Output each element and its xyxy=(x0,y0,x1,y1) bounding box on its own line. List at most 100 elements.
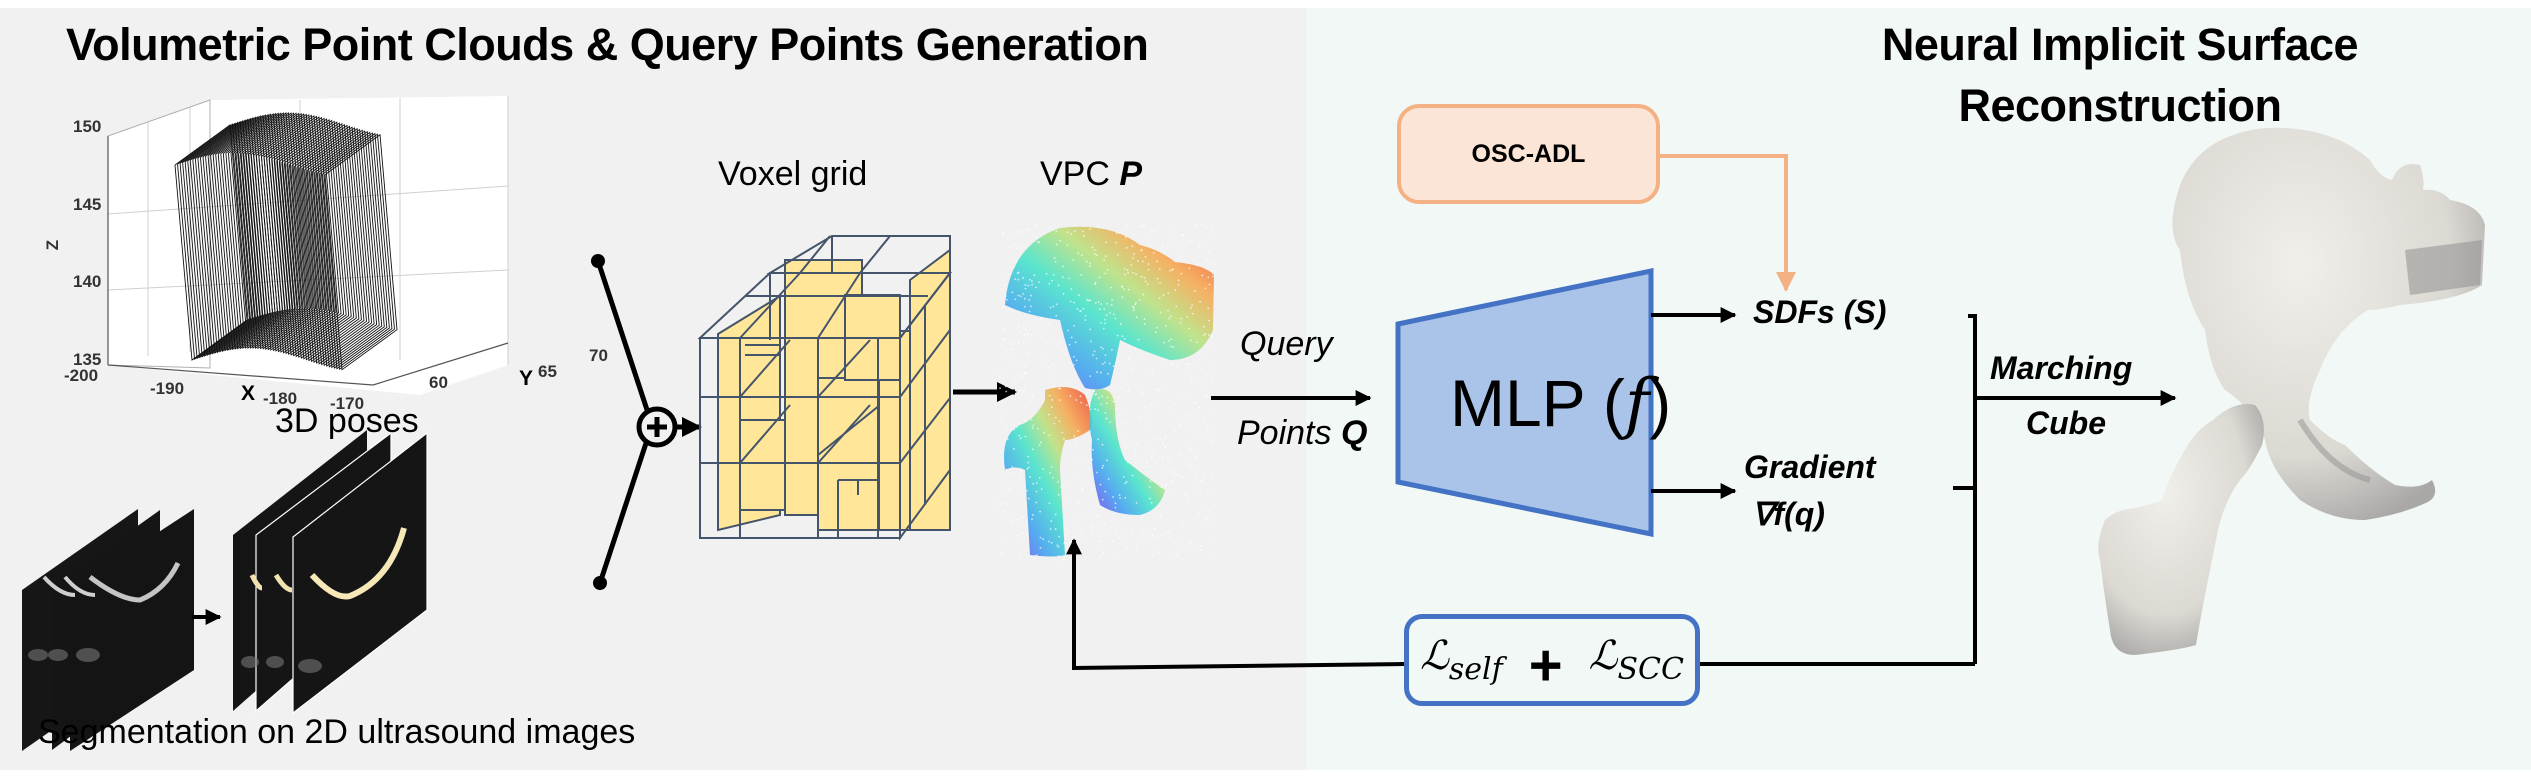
vpc-speckle xyxy=(1203,334,1205,337)
vpc-speckle xyxy=(1066,329,1069,332)
pose-frame xyxy=(314,131,388,369)
vpc-speckle xyxy=(1175,554,1178,557)
vpc-speckle xyxy=(1163,341,1166,344)
vpc-speckle xyxy=(1195,456,1198,459)
vpc-speckle xyxy=(1003,285,1005,288)
vpc-speckle xyxy=(1210,442,1213,445)
vpc-speckle xyxy=(1030,334,1033,337)
vpc-speckle xyxy=(1166,456,1169,459)
vpc-speckle xyxy=(1174,429,1177,432)
vpc-speckle xyxy=(1029,305,1032,308)
vpc-speckle xyxy=(1062,292,1065,295)
osc-adl-connector xyxy=(1660,154,1796,292)
vpc-speckle xyxy=(1122,537,1124,540)
vpc-speckle xyxy=(1168,536,1171,539)
vpc-speckle xyxy=(1000,451,1003,454)
pose-frame xyxy=(179,122,253,360)
vpc-speckle xyxy=(1137,461,1139,464)
vpc-speckle xyxy=(1143,277,1146,279)
vpc-speckle xyxy=(1118,414,1121,416)
vpc-speckle xyxy=(1135,316,1138,319)
vpc-speckle xyxy=(1127,356,1130,359)
vpc-speckle xyxy=(1149,480,1152,483)
vpc-speckle xyxy=(1089,227,1091,230)
vpc-speckle xyxy=(1039,546,1042,549)
vpc-speckle xyxy=(1086,298,1088,301)
vpc-speckle xyxy=(1001,306,1004,309)
pose-frame xyxy=(258,115,332,352)
vpc-speckle xyxy=(1020,469,1022,472)
vpc-speckle xyxy=(1063,541,1066,544)
vpc-speckle xyxy=(1075,399,1078,401)
vpc-speckle xyxy=(1027,228,1030,231)
right-section-title-line2: Reconstruction xyxy=(1958,80,2282,131)
vpc-speckle xyxy=(1040,317,1043,320)
vpc-speckle xyxy=(1027,466,1030,469)
vpc-speckle xyxy=(1018,434,1021,437)
vpc-speckle xyxy=(1057,545,1060,548)
vpc-speckle xyxy=(1194,459,1196,461)
vpc-speckle xyxy=(1035,286,1037,289)
pose-frame xyxy=(240,112,314,350)
vpc-speckle xyxy=(1167,292,1170,295)
vpc-speckle xyxy=(1171,362,1174,364)
x-tick-minus180: -180 xyxy=(263,389,298,408)
vpc-speckle xyxy=(1074,518,1077,521)
vpc-speckle xyxy=(1196,544,1199,547)
vpc-speckle xyxy=(1165,470,1167,473)
reconstructed-bone-mesh xyxy=(2098,127,2485,655)
z-axis-label: Z xyxy=(43,239,63,251)
vpc-speckle xyxy=(1085,404,1088,407)
vpc-speckle xyxy=(1207,276,1210,279)
vpc-speckle xyxy=(1093,504,1096,507)
vpc-speckle xyxy=(1106,268,1109,271)
vpc-speckle xyxy=(1169,232,1172,235)
vpc-speckle xyxy=(1189,363,1192,366)
vpc-speckle xyxy=(1075,444,1078,447)
pose-frame xyxy=(222,112,296,350)
vpc-speckle xyxy=(1021,245,1024,248)
pose-plot-caption: 3D poses xyxy=(275,402,419,440)
vpc-speckle xyxy=(1027,333,1029,335)
vpc-speckle xyxy=(1131,368,1134,371)
vpc-speckle xyxy=(1155,326,1158,329)
mlp-label-suffix: ) xyxy=(1649,366,1672,440)
vpc-speckle xyxy=(1056,344,1059,347)
vpc-speckle xyxy=(1188,447,1191,449)
vpc-speckle xyxy=(1014,278,1017,280)
vpc-speckle xyxy=(1031,283,1034,286)
vpc-speckle xyxy=(1012,343,1015,346)
vpc-symbol: P xyxy=(1119,155,1143,193)
vpc-speckle xyxy=(1091,246,1094,249)
pose-frame xyxy=(182,121,256,359)
vpc-speckle xyxy=(1005,298,1008,301)
vpc-speckle xyxy=(1032,424,1035,427)
pose-frames xyxy=(174,112,398,371)
vpc-speckle xyxy=(1023,334,1026,336)
pose-frame xyxy=(189,119,263,356)
vpc-speckle xyxy=(1106,302,1109,305)
vpc-speckle xyxy=(1112,396,1115,399)
plot-axes xyxy=(107,136,509,386)
pose-frame xyxy=(324,133,398,371)
vpc-speckle xyxy=(1093,249,1096,252)
vpc-speckle xyxy=(1004,339,1007,342)
vpc-speckle xyxy=(1073,230,1076,233)
vpc-speckle xyxy=(1112,400,1115,403)
vpc-speckle xyxy=(1100,403,1103,406)
vpc-speckle xyxy=(1186,499,1189,502)
vpc-speckle xyxy=(1177,283,1180,286)
vpc-speckle xyxy=(1097,516,1099,519)
z-tick-140: 140 xyxy=(73,272,102,291)
vpc-speckle xyxy=(1206,226,1209,229)
vpc-speckle xyxy=(1017,294,1020,297)
vpc-speckle xyxy=(1208,283,1211,286)
vpc-label-prefix: VPC xyxy=(1040,155,1120,193)
vpc-speckle xyxy=(1003,327,1006,330)
vpc-speckle xyxy=(1029,278,1031,281)
vpc-speckle xyxy=(1015,481,1017,484)
vpc-speckle xyxy=(1019,421,1022,424)
vpc-speckle xyxy=(1103,523,1106,526)
vpc-speckle xyxy=(1011,484,1014,486)
vpc-speckle xyxy=(1055,230,1058,233)
